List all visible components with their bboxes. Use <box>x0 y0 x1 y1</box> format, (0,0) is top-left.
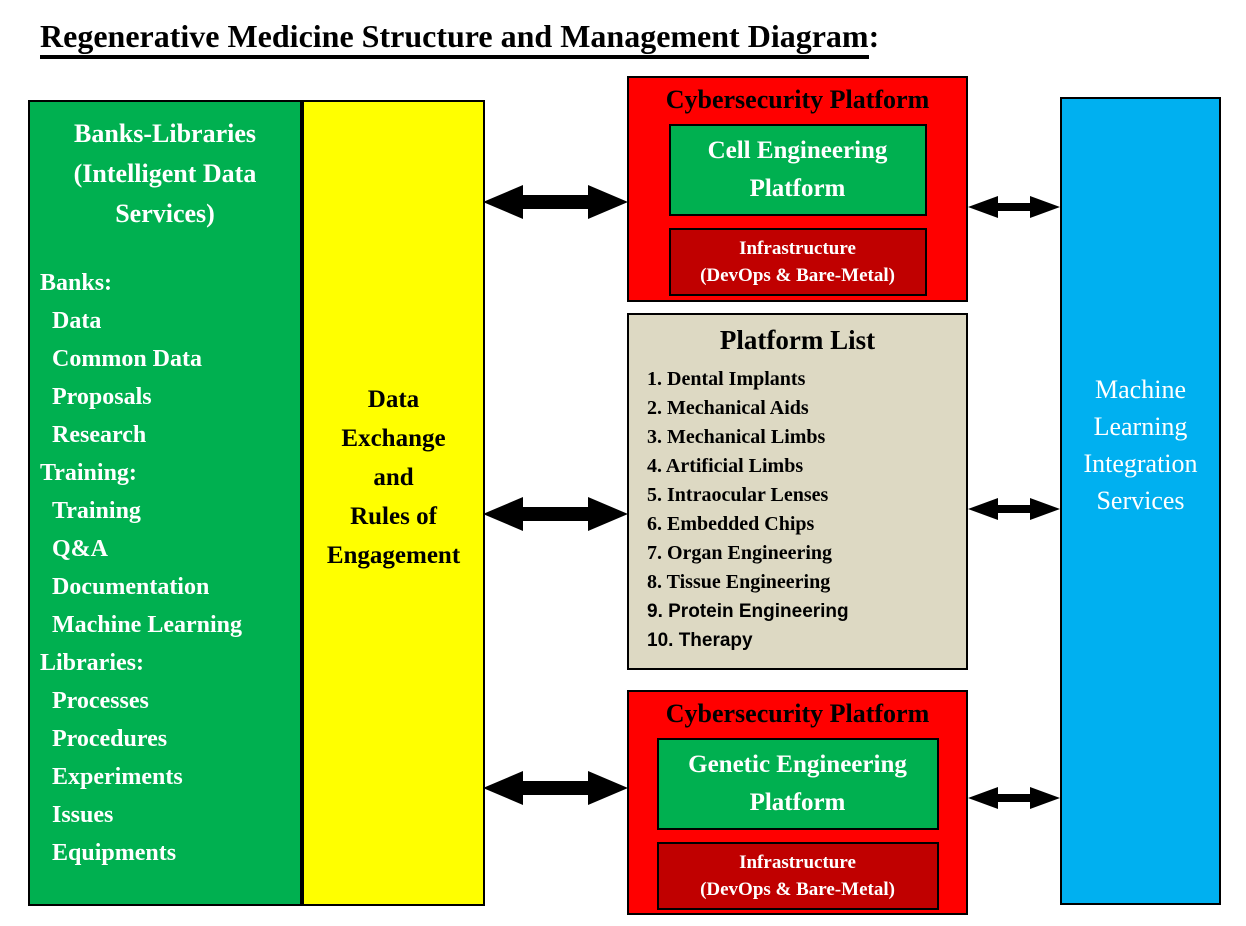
data-exchange-text: Data Exchange and Rules of Engagement <box>304 380 483 575</box>
data-exchange-line: and <box>373 464 414 491</box>
cybersecurity-platform-bottom-box: Cybersecurity Platform Genetic Engineeri… <box>627 690 968 915</box>
platform-list-item: 3. Mechanical Limbs <box>647 426 826 448</box>
page-title-colon: : <box>868 18 880 54</box>
data-exchange-line: Engagement <box>326 542 461 569</box>
data-exchange-line: Exchange <box>341 425 446 452</box>
double-arrow-icon <box>968 787 1060 809</box>
platform-list-item: 7. Organ Engineering <box>647 542 833 564</box>
list-item: Proposals <box>52 384 152 410</box>
platform-list-box: Platform List 1. Dental Implants 2. Mech… <box>627 313 968 670</box>
double-arrow-icon <box>483 771 628 805</box>
banks-libraries-header-line: (Intelligent Data <box>73 159 257 188</box>
data-exchange-line: Rules of <box>350 503 437 530</box>
platform-list-item: 1. Dental Implants <box>647 368 806 390</box>
list-item: Libraries: <box>40 650 144 676</box>
double-arrow-icon <box>968 196 1060 218</box>
machine-learning-text: Machine Learning Integration Services <box>1062 371 1219 519</box>
cybersecurity-platform-bottom-title: Cybersecurity Platform <box>665 699 930 728</box>
list-item: Experiments <box>52 764 183 790</box>
infrastructure-line: (DevOps & Bare-Metal) <box>700 265 895 286</box>
list-item: Banks: <box>40 270 113 296</box>
list-item: Training <box>52 498 141 524</box>
list-item: Research <box>52 422 147 448</box>
list-item: Training: <box>40 460 137 486</box>
platform-list-item: 5. Intraocular Lenses <box>647 484 829 506</box>
platform-list-item: 10. Therapy <box>647 630 753 651</box>
list-item: Common Data <box>52 346 202 372</box>
genetic-engineering-line: Platform <box>749 789 846 816</box>
double-arrow-icon <box>483 185 628 219</box>
list-item: Documentation <box>52 574 210 600</box>
banks-libraries-header-line: Banks-Libraries <box>73 119 257 148</box>
genetic-engineering-line: Genetic Engineering <box>688 751 907 778</box>
list-item: Data <box>52 308 102 334</box>
list-item: Issues <box>52 802 114 828</box>
data-exchange-line: Data <box>367 386 420 413</box>
machine-learning-line: Machine <box>1095 375 1186 404</box>
double-arrow-icon <box>968 498 1060 520</box>
list-item: Equipments <box>52 840 177 866</box>
platform-list-item: 4. Artificial Limbs <box>647 455 804 477</box>
machine-learning-line: Learning <box>1093 412 1188 441</box>
platform-list-item: 8. Tissue Engineering <box>647 571 831 593</box>
infrastructure-line: Infrastructure <box>739 238 856 259</box>
banks-libraries-header: Banks-Libraries (Intelligent Data Servic… <box>30 114 300 234</box>
banks-libraries-box: Banks-Libraries (Intelligent Data Servic… <box>28 100 302 906</box>
list-item: Procedures <box>52 726 168 752</box>
platform-list-item: 9. Protein Engineering <box>647 601 849 622</box>
platform-list-title: Platform List <box>719 325 876 355</box>
page-title: Regenerative Medicine Structure and Mana… <box>40 18 880 59</box>
machine-learning-line: Integration <box>1083 449 1198 478</box>
cell-engineering-line: Cell Engineering <box>707 137 888 164</box>
infrastructure-top-box: Infrastructure (DevOps & Bare-Metal) <box>668 228 927 296</box>
banks-libraries-header-line: Services) <box>115 199 215 228</box>
machine-learning-line: Services <box>1096 486 1185 515</box>
cybersecurity-platform-top-title: Cybersecurity Platform <box>665 85 930 114</box>
cybersecurity-platform-top-box: Cybersecurity Platform Cell Engineering … <box>627 76 968 302</box>
cell-engineering-line: Platform <box>749 175 846 202</box>
cell-engineering-platform-box: Cell Engineering Platform <box>668 124 927 216</box>
genetic-engineering-platform-box: Genetic Engineering Platform <box>656 738 939 830</box>
platform-list: 1. Dental Implants 2. Mechanical Aids 3.… <box>629 365 966 655</box>
infrastructure-line: Infrastructure <box>739 852 856 873</box>
infrastructure-line: (DevOps & Bare-Metal) <box>700 879 895 900</box>
banks-libraries-list: Banks: Data Common Data Proposals Resear… <box>30 264 300 872</box>
platform-list-item: 2. Mechanical Aids <box>647 397 809 419</box>
double-arrow-icon <box>483 497 628 531</box>
infrastructure-bottom-box: Infrastructure (DevOps & Bare-Metal) <box>656 842 939 910</box>
machine-learning-services-box: Machine Learning Integration Services <box>1060 97 1221 905</box>
data-exchange-box: Data Exchange and Rules of Engagement <box>302 100 485 906</box>
list-item: Processes <box>52 688 149 714</box>
page-title-text: Regenerative Medicine Structure and Mana… <box>40 18 869 59</box>
list-item: Machine Learning <box>52 612 242 638</box>
platform-list-item: 6. Embedded Chips <box>647 513 815 535</box>
list-item: Q&A <box>52 536 108 562</box>
